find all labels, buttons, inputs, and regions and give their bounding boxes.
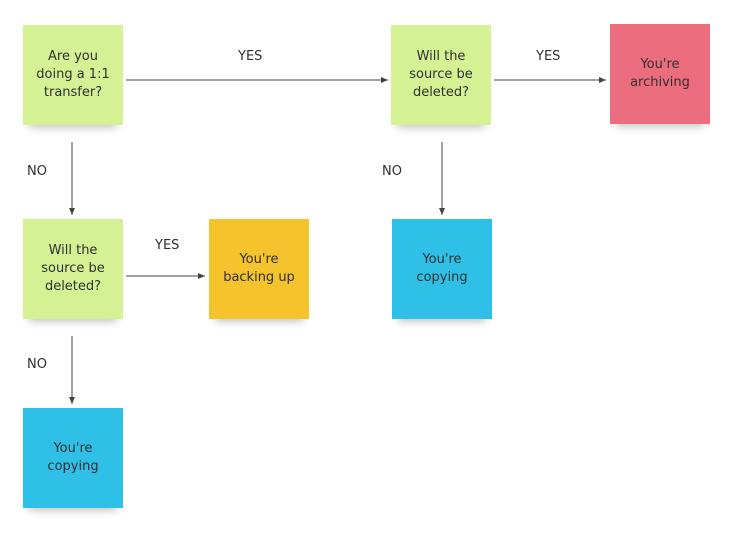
result-note-backing-up[interactable]: You're backing up [209,219,309,319]
result-note-archiving-text: You're archiving [630,57,690,90]
question-note-source-deleted-top[interactable]: Will the source be deleted? [391,25,491,125]
edge-label-left-deleted-yes: YES [155,238,180,253]
edge-label-top-deleted-yes: YES [536,49,561,64]
question-note-source-deleted-left[interactable]: Will the source be deleted? [23,219,123,319]
edge-label-left-deleted-no: NO [27,357,47,372]
edge-label-top-deleted-no: NO [382,164,402,179]
result-note-backing-up-text: You're backing up [223,252,295,285]
question-note-transfer[interactable]: Are you doing a 1:1 transfer? [23,25,123,125]
edge-label-transfer-yes: YES [238,49,263,64]
question-note-source-deleted-top-text: Will the source be deleted? [409,49,473,100]
question-note-transfer-text: Are you doing a 1:1 transfer? [36,49,110,100]
result-note-copying-bottom-text: You're copying [47,441,99,474]
result-note-copying-top[interactable]: You're copying [392,219,492,319]
question-note-source-deleted-left-text: Will the source be deleted? [41,243,105,294]
edge-label-transfer-no: NO [27,164,47,179]
result-note-copying-top-text: You're copying [416,252,468,285]
result-note-archiving[interactable]: You're archiving [610,24,710,124]
result-note-copying-bottom[interactable]: You're copying [23,408,123,508]
